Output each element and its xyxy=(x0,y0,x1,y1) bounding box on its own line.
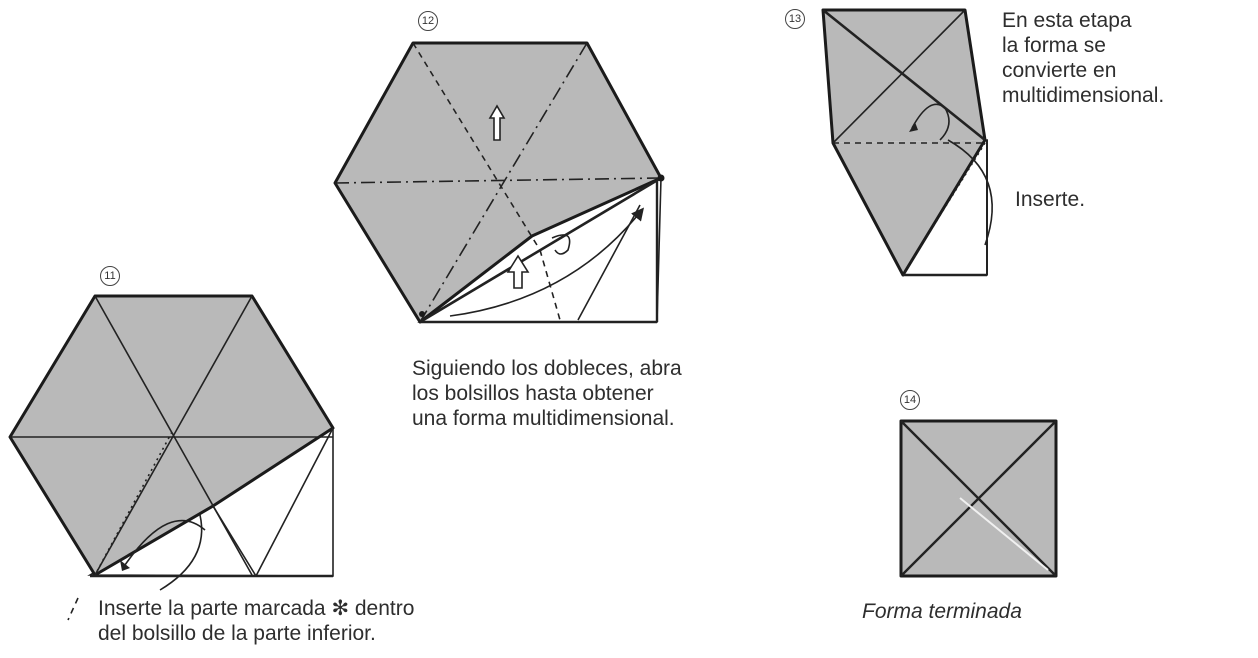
step-number-13: 13 xyxy=(785,9,805,29)
step-number-14: 14 xyxy=(900,390,920,410)
caption-line: Inserte la parte marcada ✻ dentro xyxy=(98,597,415,620)
step-14-caption: Forma terminada xyxy=(862,600,1022,623)
step-12-hexagon xyxy=(335,43,661,322)
caption-line: Siguiendo los dobleces, abra xyxy=(412,357,682,380)
step-11-hexagon xyxy=(10,296,333,575)
step-number-12: 12 xyxy=(418,11,438,31)
caption-line: una forma multidimensional. xyxy=(412,407,675,430)
caption-line: multidimensional. xyxy=(1002,84,1165,107)
step-12-figure xyxy=(333,41,665,324)
caption-line: del bolsillo de la parte inferior. xyxy=(98,622,376,645)
caption-line: convierte en xyxy=(1002,59,1117,82)
step-13-figure xyxy=(821,8,993,277)
step-11-figure xyxy=(8,294,335,621)
step-13-caption: En esta etapa la forma se convierte en m… xyxy=(1002,8,1164,108)
caption-line: los bolsillos hasta obtener xyxy=(412,382,654,405)
caption-line: En esta etapa xyxy=(1002,9,1132,32)
step-12-caption: Siguiendo los dobleces, abra los bolsill… xyxy=(412,356,682,431)
caption-line: la forma se xyxy=(1002,34,1106,57)
step-number-11: 11 xyxy=(100,266,120,286)
step-14-figure xyxy=(899,419,1058,578)
step-11-caption: Inserte la parte marcada ✻ dentro del bo… xyxy=(98,596,414,646)
step-13-note: Inserte. xyxy=(1015,188,1086,211)
step-13-front-face xyxy=(833,140,985,275)
